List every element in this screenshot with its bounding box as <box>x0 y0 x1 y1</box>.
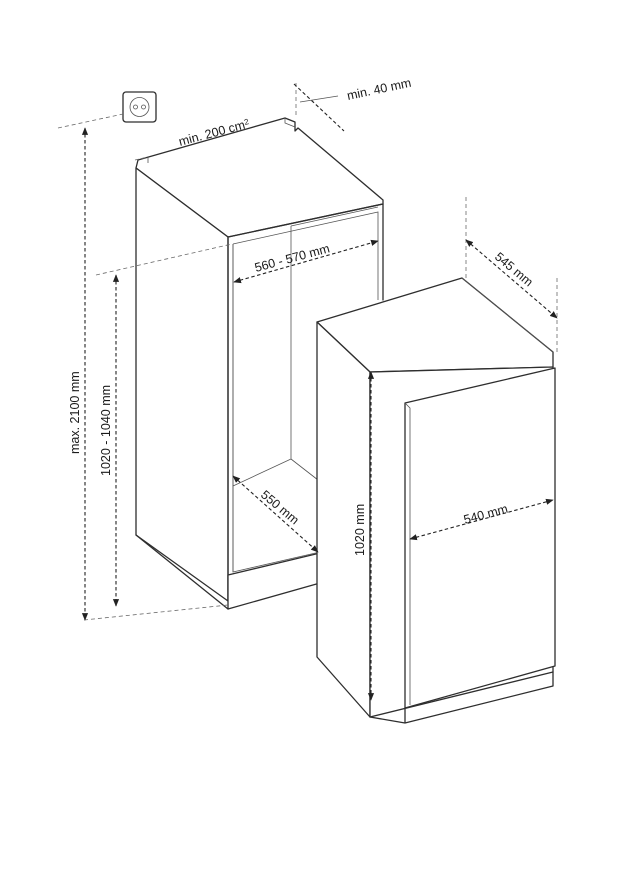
appliance-fridge <box>316 277 556 724</box>
label-width-niche: 560 - 570 mm <box>253 241 331 274</box>
label-depth-niche: 550 mm <box>258 488 302 528</box>
dim-min-40 <box>293 83 345 132</box>
dim-width-niche <box>233 239 379 284</box>
dim-depth-niche <box>232 475 319 553</box>
appliance-base <box>369 671 554 724</box>
cabinet-front-frame <box>227 203 384 602</box>
dimension-lines <box>81 83 558 701</box>
label-min-40: min. 40 mm <box>346 76 413 103</box>
cabinet-niche <box>135 117 384 610</box>
cabinet-plinth <box>227 552 321 610</box>
dim-appliance-width <box>409 498 554 541</box>
appliance-door <box>404 367 556 709</box>
label-min-200-superscript: 2 <box>243 117 250 127</box>
label-depth-appliance: 545 mm <box>492 250 536 290</box>
power-socket-icon <box>122 91 157 123</box>
dim-depth-appliance <box>465 239 558 319</box>
label-max-height: max. 2100 mm <box>68 371 82 454</box>
cabinet-left-side <box>135 167 229 602</box>
label-niche-height: 1020 - 1040 mm <box>99 385 113 476</box>
label-appliance-height: 1020 mm <box>353 504 367 556</box>
